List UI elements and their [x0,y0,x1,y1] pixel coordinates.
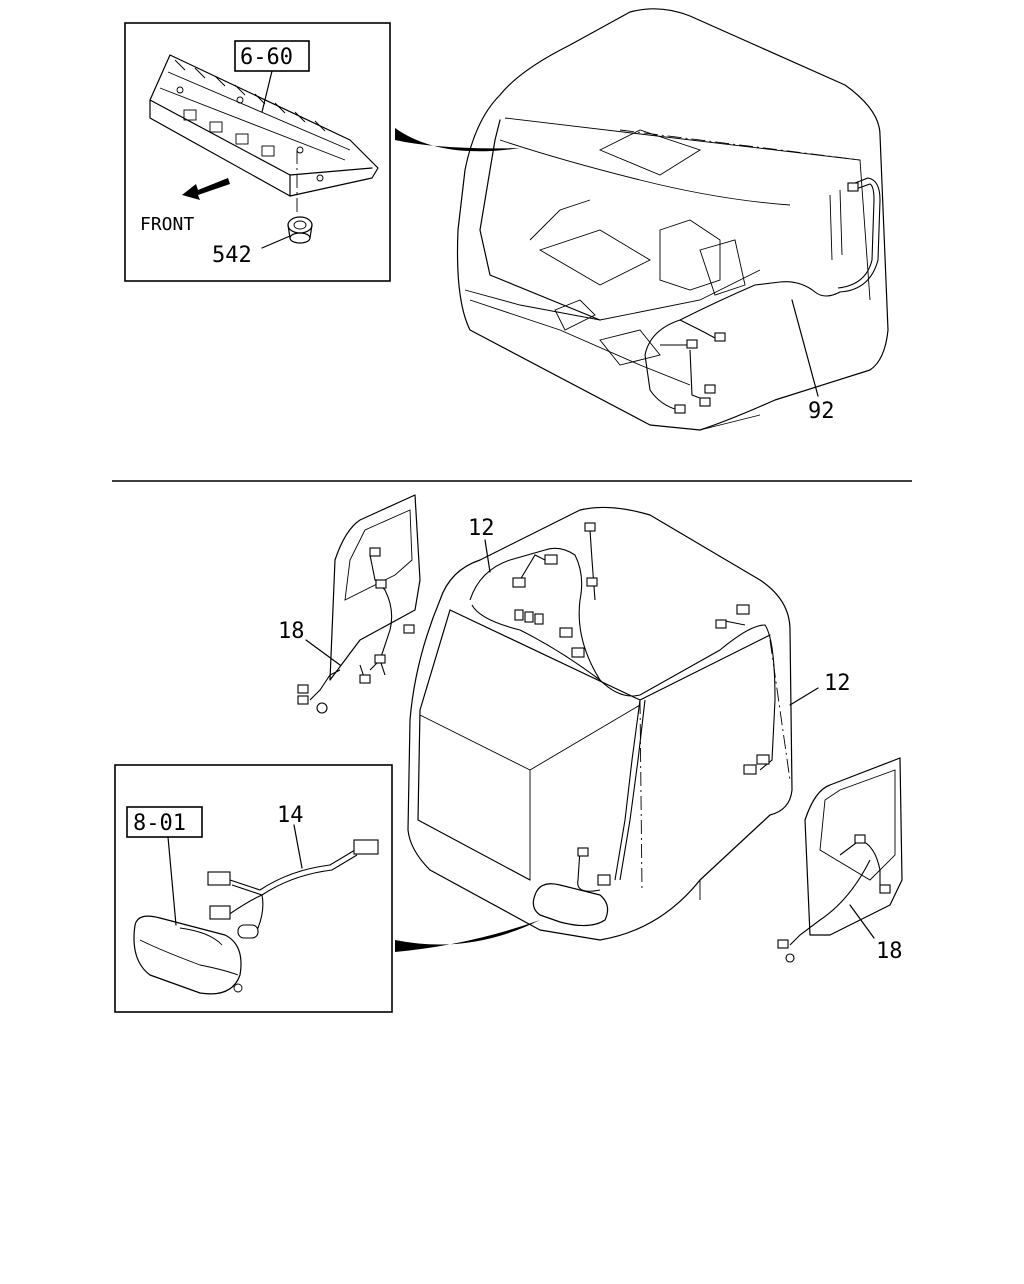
door-right-drawing [777,757,903,963]
marker-lamp-on-cab [532,883,609,927]
front-direction-label: FRONT [140,214,194,235]
harness-12-roof [469,522,776,892]
part-label-12-top: 12 [468,516,495,541]
part-label-18-left: 18 [278,619,305,644]
inset-frame-bottom [114,764,393,1013]
door-left-drawing [297,494,421,714]
ref-label-8-01: 8-01 [133,811,186,836]
top-inset-panel: 6-60 542 FRONT [124,22,391,282]
harness-92 [644,177,881,414]
part-label-18-right: 18 [876,939,903,964]
cab-interior-drawing [456,8,889,431]
part-label-12-right: 12 [824,671,851,696]
cab-exterior-drawing [407,506,793,941]
marker-lamp-detail [133,915,243,995]
bottom-inset-panel: 8-01 14 [114,764,393,1013]
inset-pointer-arrow-bottom [395,920,540,952]
inset-frame-top [124,22,391,282]
part-label-542: 542 [212,243,252,268]
grille-drawing [149,54,379,197]
ref-box-8-01 [126,806,203,838]
ref-label-6-60: 6-60 [240,45,293,70]
part-label-92: 92 [808,399,835,424]
clip-542 [287,216,313,244]
harness-14 [207,839,379,939]
front-arrow-icon [182,178,230,200]
inset-pointer-arrow-top [395,128,520,152]
part-label-14: 14 [277,803,304,828]
